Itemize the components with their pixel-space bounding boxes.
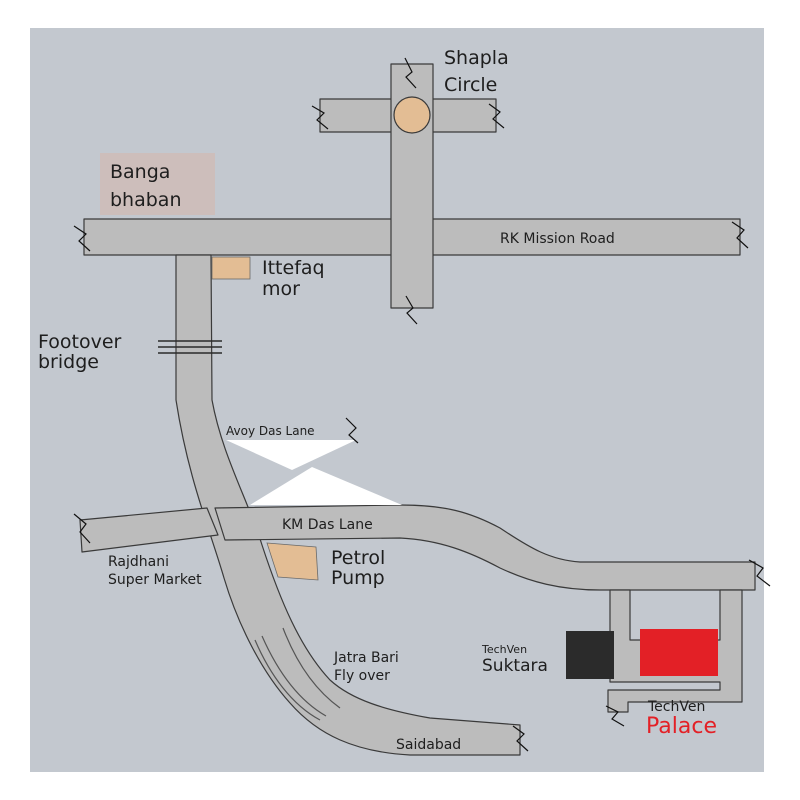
road-break-symbol [488, 103, 505, 129]
avoy-das-lane-triangle-bottom [250, 467, 402, 505]
rajdhani-spur-road[interactable] [79, 507, 219, 553]
avoy-das-lane-label: Avoy Das Lane [226, 424, 315, 438]
jatra-bari-flyover-line-1 [254, 639, 321, 721]
jatra-bari-flyover-line-2 [261, 635, 327, 717]
techven-suktara-label-1: TechVen [481, 643, 527, 656]
road-break-symbol [748, 559, 771, 587]
ittefaq-mor-marker[interactable] [211, 256, 251, 280]
rk-mission-road-label: RK Mission Road [500, 231, 615, 247]
techven-palace-building[interactable] [640, 629, 718, 676]
km-das-lane-road[interactable] [214, 504, 756, 591]
shapla-circle-label-1: Shapla [444, 47, 509, 69]
road-break-symbol [404, 57, 417, 89]
techven-suktara-label-2: Suktara [482, 656, 548, 676]
petrol-pump-label-1: Petrol [331, 547, 385, 569]
road-break-symbol [731, 221, 749, 249]
ittefaq-mor-label-2: mor [262, 278, 300, 300]
jatra-bari-flyover-line-3 [282, 627, 341, 709]
road-break-symbol [605, 705, 625, 727]
petrol-pump-marker[interactable] [266, 542, 319, 581]
jatra-bari-fly-over-label-1: Jatra Bari [333, 650, 399, 666]
avoy-das-lane-triangle-top [226, 440, 356, 470]
footover-bridge-label-1: Footover [38, 331, 122, 353]
km-das-lane-label: KM Das Lane [282, 517, 373, 533]
saidabad-label: Saidabad [396, 737, 461, 753]
road-break-symbol [512, 725, 529, 752]
banga-bhaban-label-2: bhaban [110, 189, 182, 211]
rajdhani-super-market-label-1: Rajdhani [108, 554, 169, 570]
techven-suktara-building[interactable] [566, 631, 614, 679]
road-break-symbol [311, 105, 329, 130]
techven-palace-label-2: Palace [646, 714, 717, 739]
shapla-circle-marker[interactable] [393, 96, 431, 134]
banga-bhaban-box [100, 153, 215, 215]
footover-bridge-label-2: bridge [38, 351, 99, 373]
road-break-symbol [405, 295, 418, 325]
road-break-symbol [73, 225, 91, 252]
jatra-bari-fly-over-label-2: Fly over [334, 668, 390, 684]
ittefaq-mor-label-1: Ittefaq [262, 257, 325, 279]
shapla-circle-label-2: Circle [444, 74, 497, 96]
petrol-pump-label-2: Pump [331, 567, 385, 589]
techven-palace-label-1: TechVen [647, 699, 705, 715]
road-break-symbol [345, 417, 359, 444]
rajdhani-super-market-label-2: Super Market [108, 572, 202, 588]
banga-bhaban-label-1: Banga [110, 161, 170, 183]
road-break-symbol [73, 513, 91, 544]
